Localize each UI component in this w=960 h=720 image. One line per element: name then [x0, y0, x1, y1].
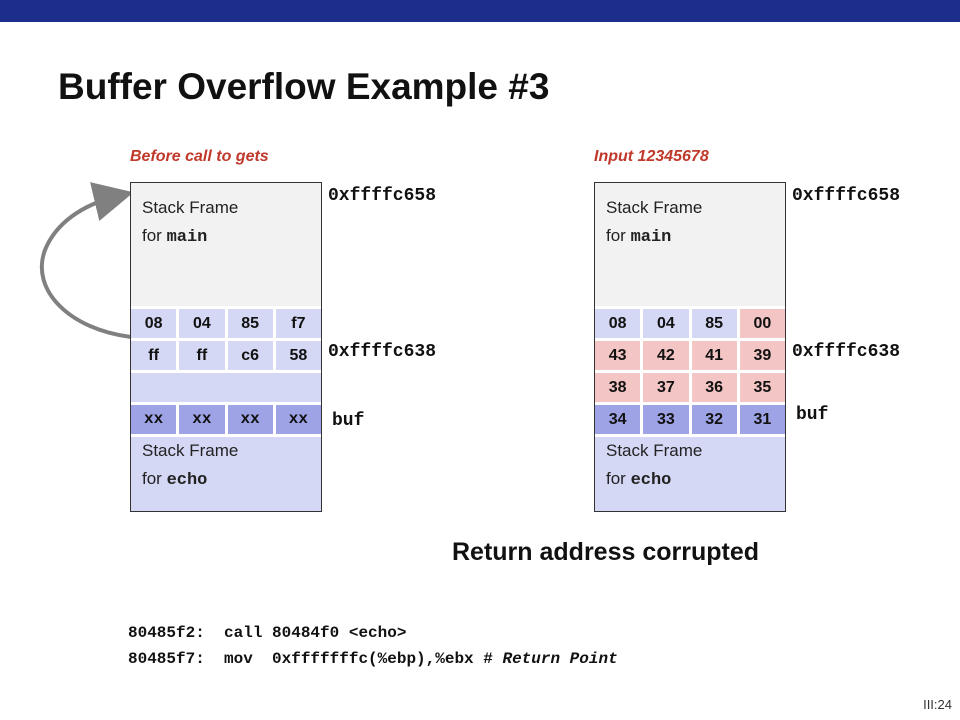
right-echo-label-line1: Stack Frame: [606, 441, 703, 460]
right-main-frame: Stack Frame for main: [595, 183, 785, 306]
right-byte: 34: [595, 405, 644, 434]
right-byte-overwritten: 43: [595, 341, 644, 370]
left-byte: ff: [179, 341, 228, 370]
right-row-buf: 34 33 32 31: [595, 405, 785, 434]
right-byte-overwritten: 35: [739, 373, 785, 402]
right-byte-overwritten: 00: [739, 309, 785, 338]
right-byte: 85: [691, 309, 740, 338]
right-byte-overwritten: 36: [691, 373, 740, 402]
left-main-label-fn: main: [166, 228, 208, 247]
left-buf-label: buf: [332, 411, 365, 431]
left-byte: c6: [227, 341, 276, 370]
left-row-empty: [131, 373, 321, 402]
left-caption: Before call to gets: [130, 148, 269, 165]
left-addr-top: 0xffffc658: [328, 186, 437, 206]
left-byte: xx: [227, 405, 276, 434]
left-main-frame: Stack Frame for main: [131, 183, 321, 306]
right-echo-label-fn: echo: [630, 471, 672, 490]
right-main-label-fn: main: [630, 228, 672, 247]
slide-title: Buffer Overflow Example #3: [58, 66, 550, 107]
right-addr-mid: 0xffffc638: [792, 342, 901, 362]
right-row-return-address: 08 04 85 00: [595, 309, 785, 338]
code-line-2-text: 80485f7: mov 0xfffffffc(%ebp),%ebx #: [128, 650, 503, 668]
left-byte: xx: [131, 405, 180, 434]
top-bar: [0, 0, 960, 22]
left-byte: ff: [131, 341, 180, 370]
right-row-3: 38 37 36 35: [595, 373, 785, 402]
left-row-return-address: 08 04 85 f7: [131, 309, 321, 338]
right-byte: 33: [643, 405, 692, 434]
right-byte-overwritten: 37: [643, 373, 692, 402]
right-byte: 31: [739, 405, 785, 434]
code-line-2-comment: Return Point: [502, 650, 618, 668]
left-byte: 85: [227, 309, 276, 338]
left-echo-label-fn: echo: [166, 471, 208, 490]
right-byte: 08: [595, 309, 644, 338]
left-byte: 58: [275, 341, 321, 370]
right-byte: 32: [691, 405, 740, 434]
right-byte-overwritten: 42: [643, 341, 692, 370]
left-echo-label-for: for: [142, 469, 167, 488]
right-addr-top: 0xffffc658: [792, 186, 901, 206]
right-stack: Stack Frame for main 08 04 85 00 43 42 4…: [594, 182, 786, 512]
left-byte: xx: [179, 405, 228, 434]
left-byte: 04: [179, 309, 228, 338]
left-byte: f7: [275, 309, 321, 338]
left-echo-frame: Stack Frame for echo: [131, 437, 321, 511]
left-byte: 08: [131, 309, 180, 338]
left-main-label-line1: Stack Frame: [142, 198, 239, 217]
left-addr-mid: 0xffffc638: [328, 342, 437, 362]
right-byte-overwritten: 41: [691, 341, 740, 370]
left-echo-label-line1: Stack Frame: [142, 441, 239, 460]
left-row-buf: xx xx xx xx: [131, 405, 321, 434]
left-row-saved-ebp: ff ff c6 58: [131, 341, 321, 370]
right-caption: Input 12345678: [594, 148, 709, 165]
right-echo-label-for: for: [606, 469, 631, 488]
right-byte-overwritten: 39: [739, 341, 785, 370]
code-line-2: 80485f7: mov 0xfffffffc(%ebp),%ebx # Ret…: [128, 650, 618, 668]
right-byte-overwritten: 38: [595, 373, 644, 402]
right-byte: 04: [643, 309, 692, 338]
left-stack: Stack Frame for main 08 04 85 f7 ff ff c…: [130, 182, 322, 512]
right-echo-frame: Stack Frame for echo: [595, 437, 785, 511]
right-main-label-for: for: [606, 226, 631, 245]
right-row-saved-ebp: 43 42 41 39: [595, 341, 785, 370]
left-main-label-for: for: [142, 226, 167, 245]
code-line-1: 80485f2: call 80484f0 <echo>: [128, 624, 407, 642]
slide-number: III:24: [923, 697, 952, 712]
right-main-label-line1: Stack Frame: [606, 198, 703, 217]
headline-text: Return address corrupted: [452, 538, 760, 566]
right-buf-label: buf: [796, 405, 829, 425]
left-byte: xx: [275, 405, 321, 434]
return-arrow-path: [39, 182, 134, 339]
